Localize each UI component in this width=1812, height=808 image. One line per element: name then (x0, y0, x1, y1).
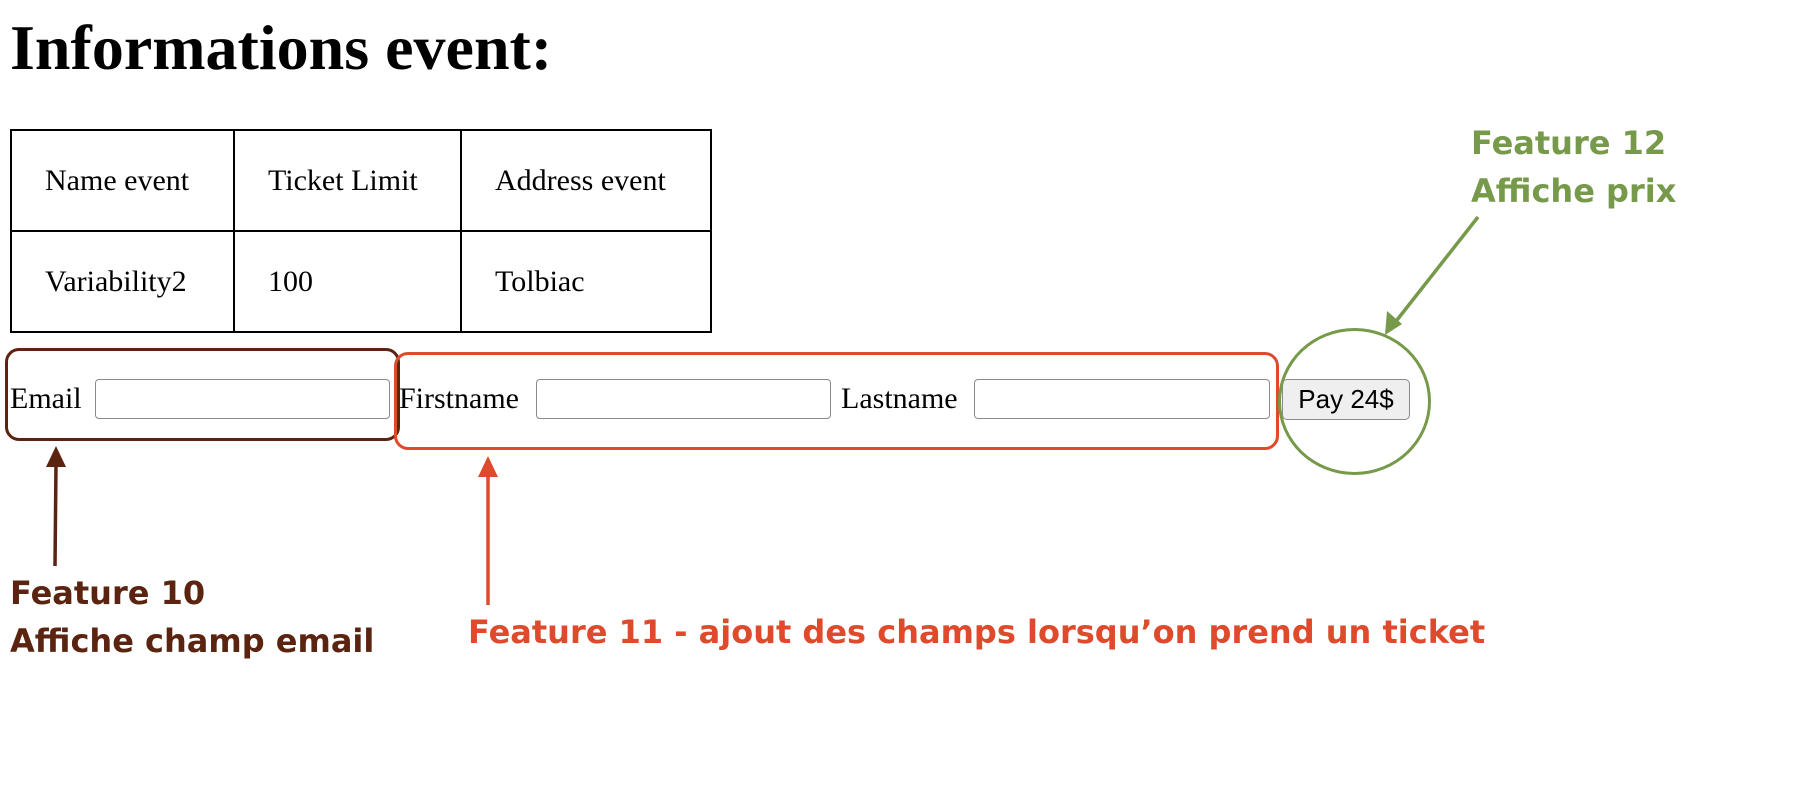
cell-address-event: Tolbiac (460, 230, 712, 333)
feature11-arrow-icon (478, 456, 498, 605)
feature12-annotation: Feature 12 Affiche prix (1471, 119, 1676, 215)
feature12-arrow-icon (1385, 215, 1480, 335)
feature11-highlight-box (394, 352, 1279, 450)
email-label: Email (10, 382, 82, 415)
feature11-title: Feature 11 - ajout des champs lorsqu’on … (468, 613, 1486, 651)
table-row: Variability2 100 Tolbiac (10, 230, 712, 333)
page-title: Informations event: (10, 12, 553, 83)
firstname-label: Firstname (399, 382, 519, 415)
feature12-title: Feature 12 (1471, 124, 1667, 162)
header-name-event: Name event (10, 129, 235, 232)
event-info-table: Name event Ticket Limit Address event Va… (10, 129, 712, 333)
email-input[interactable] (95, 379, 390, 419)
feature10-title: Feature 10 (10, 574, 206, 612)
feature12-description: Affiche prix (1471, 172, 1677, 210)
feature11-annotation: Feature 11 - ajout des champs lorsqu’on … (468, 608, 1485, 656)
firstname-input[interactable] (536, 379, 831, 419)
feature10-description: Affiche champ email (10, 622, 375, 660)
feature10-annotation: Feature 10 Affiche champ email (10, 569, 374, 665)
header-ticket-limit: Ticket Limit (233, 129, 462, 232)
feature12-highlight-circle (1278, 328, 1431, 475)
table-header-row: Name event Ticket Limit Address event (10, 129, 712, 232)
feature10-highlight-box (5, 348, 400, 441)
lastname-label: Lastname (841, 382, 958, 415)
header-address-event: Address event (460, 129, 712, 232)
feature10-arrow-icon (46, 446, 66, 567)
cell-ticket-limit: 100 (233, 230, 462, 333)
lastname-input[interactable] (974, 379, 1270, 419)
cell-name-event: Variability2 (10, 230, 235, 333)
